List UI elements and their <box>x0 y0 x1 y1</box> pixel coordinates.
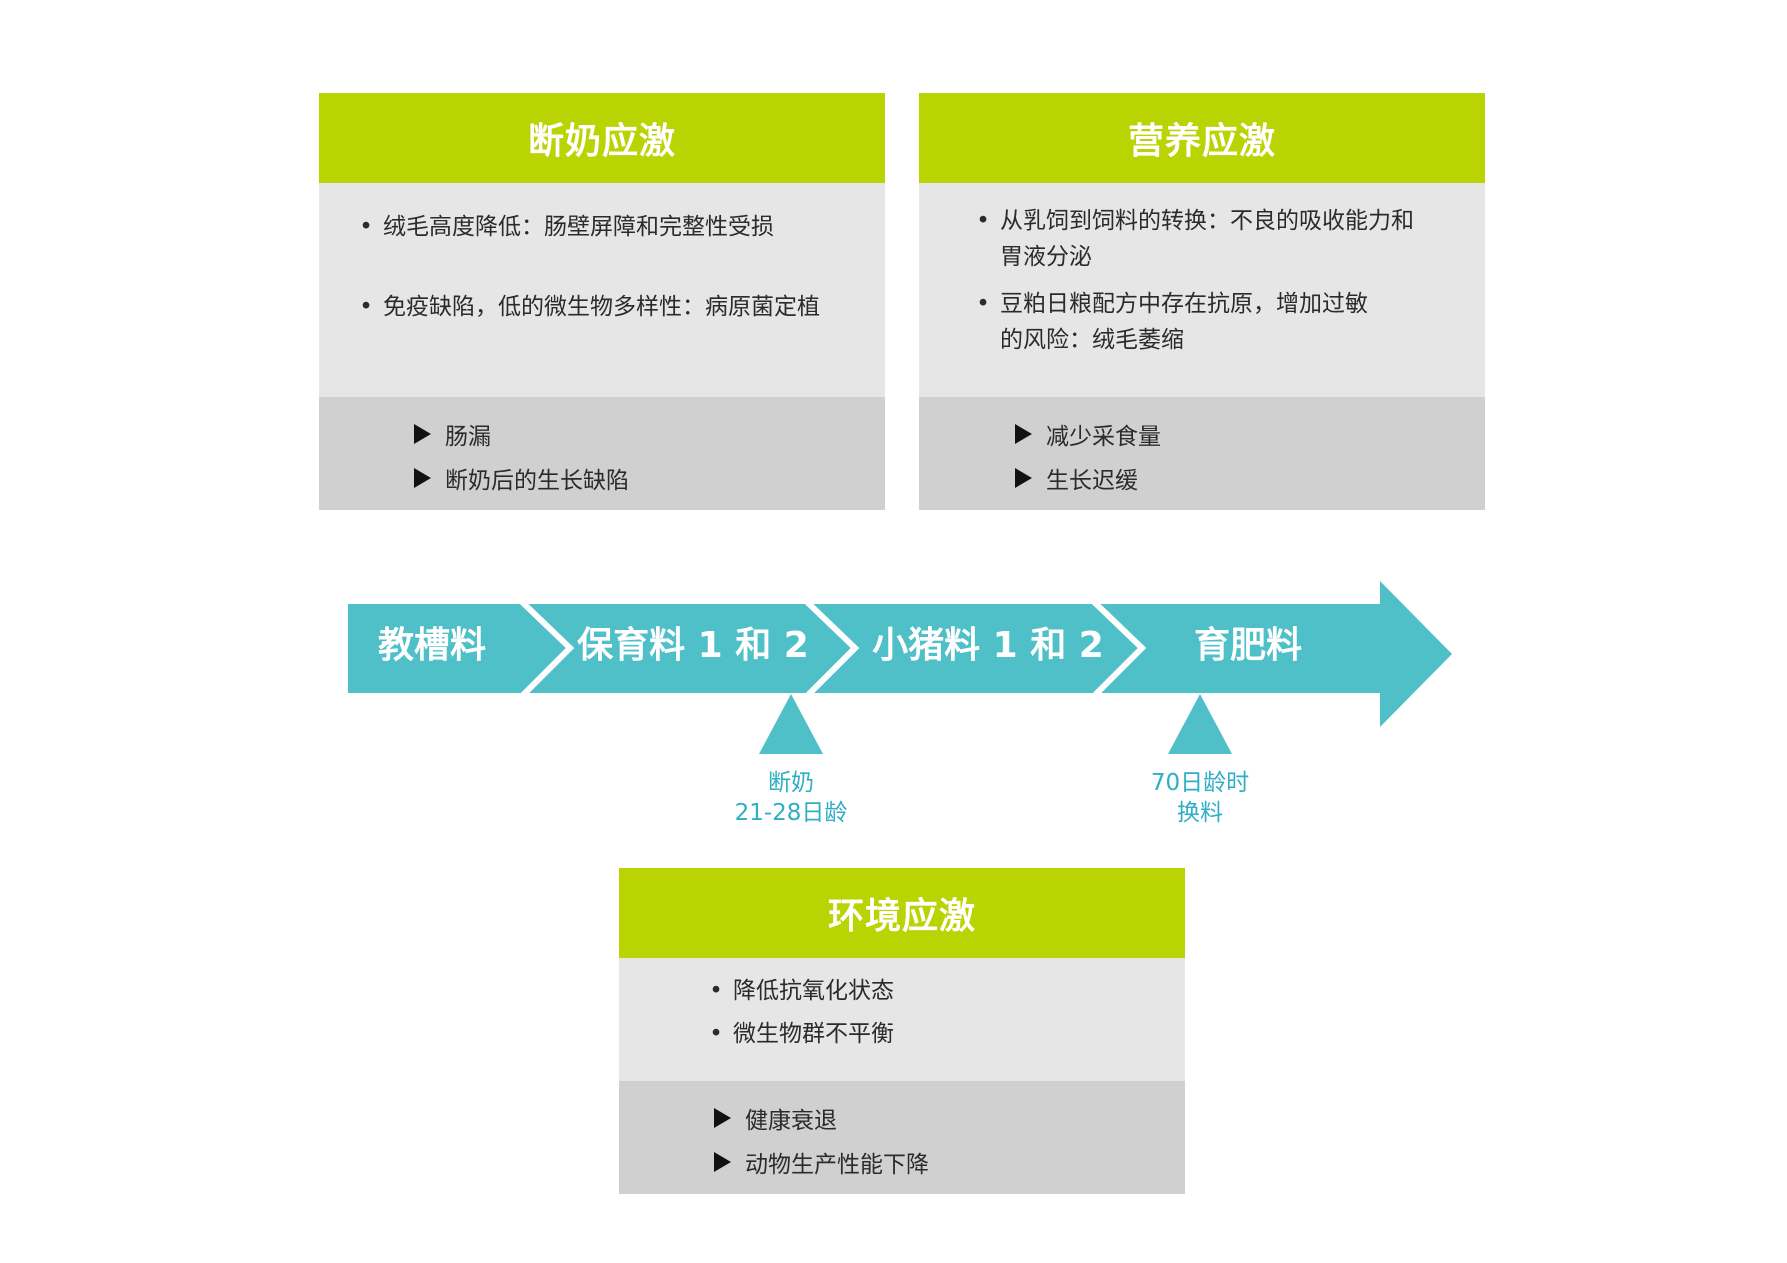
bullet-dot: • <box>709 978 723 1004</box>
weaning-stress-causes: •绒毛高度降低：肠壁屏障和完整性受损 •免疫缺陷，低的微生物多样性：病原菌定植 <box>319 183 885 397</box>
play-arrow-icon <box>414 424 431 444</box>
effect-item: 动物生产性能下降 <box>714 1145 929 1179</box>
stage-divider-chevron <box>802 597 860 701</box>
cause-item: •降低抗氧化状态 <box>709 973 894 1009</box>
nutrition-stress-effects: 减少采食量 生长迟缓 <box>919 397 1485 510</box>
environment-stress-effects: 健康衰退 动物生产性能下降 <box>619 1081 1185 1194</box>
bullet-dot: • <box>359 294 373 320</box>
effect-item: 健康衰退 <box>714 1101 837 1135</box>
weaning-marker <box>759 694 823 754</box>
bullet-dot: • <box>976 208 990 234</box>
cause-item: •免疫缺陷，低的微生物多样性：病原菌定植 <box>359 289 820 325</box>
stage-divider-chevron <box>517 597 575 701</box>
environment-stress-causes: •降低抗氧化状态 •微生物群不平衡 <box>619 958 1185 1081</box>
timeline-arrow <box>348 581 1452 727</box>
effect-item: 减少采食量 <box>1015 417 1161 451</box>
stage-starter-feed: 小猪料 1 和 2 <box>872 625 1104 666</box>
bullet-dot: • <box>976 291 990 317</box>
stage-creep-feed: 教槽料 <box>378 625 486 666</box>
nutrition-stress-box: 营养应激 • 从乳饲到饲料的转换：不良的吸收能力和 胃液分泌 • 豆粕日粮配方中… <box>919 93 1485 510</box>
bullet-dot: • <box>359 214 373 240</box>
environment-stress-title: 环境应激 <box>619 868 1185 958</box>
nutrition-stress-causes: • 从乳饲到饲料的转换：不良的吸收能力和 胃液分泌 • 豆粕日粮配方中存在抗原，… <box>919 183 1485 397</box>
cause-item: •微生物群不平衡 <box>709 1016 894 1052</box>
effect-item: 肠漏 <box>414 417 491 451</box>
weaning-marker-caption: 断奶 21-28日龄 <box>734 770 848 826</box>
environment-stress-box: 环境应激 •降低抗氧化状态 •微生物群不平衡 健康衰退 动物生产性能下降 <box>619 868 1185 1194</box>
play-arrow-icon <box>714 1108 731 1128</box>
weaning-stress-effects: 肠漏 断奶后的生长缺陷 <box>319 397 885 510</box>
play-arrow-icon <box>714 1152 731 1172</box>
feed-change-marker-caption: 70日龄时 换料 <box>1150 770 1250 826</box>
cause-item: •绒毛高度降低：肠壁屏障和完整性受损 <box>359 209 774 245</box>
play-arrow-icon <box>414 468 431 488</box>
stage-nursery-feed: 保育料 1 和 2 <box>577 625 809 666</box>
cause-item: • 豆粕日粮配方中存在抗原，增加过敏 的风险：绒毛萎缩 <box>976 286 1368 358</box>
effect-item: 生长迟缓 <box>1015 461 1138 495</box>
effect-item: 断奶后的生长缺陷 <box>414 461 629 495</box>
cause-item: • 从乳饲到饲料的转换：不良的吸收能力和 胃液分泌 <box>976 203 1414 275</box>
weaning-stress-box: 断奶应激 •绒毛高度降低：肠壁屏障和完整性受损 •免疫缺陷，低的微生物多样性：病… <box>319 93 885 510</box>
play-arrow-icon <box>1015 468 1032 488</box>
feed-change-marker <box>1168 694 1232 754</box>
weaning-stress-title: 断奶应激 <box>319 93 885 183</box>
nutrition-stress-title: 营养应激 <box>919 93 1485 183</box>
stage-divider-chevron <box>1089 597 1147 701</box>
bullet-dot: • <box>709 1021 723 1047</box>
stage-finisher-feed: 育肥料 <box>1194 625 1302 666</box>
play-arrow-icon <box>1015 424 1032 444</box>
